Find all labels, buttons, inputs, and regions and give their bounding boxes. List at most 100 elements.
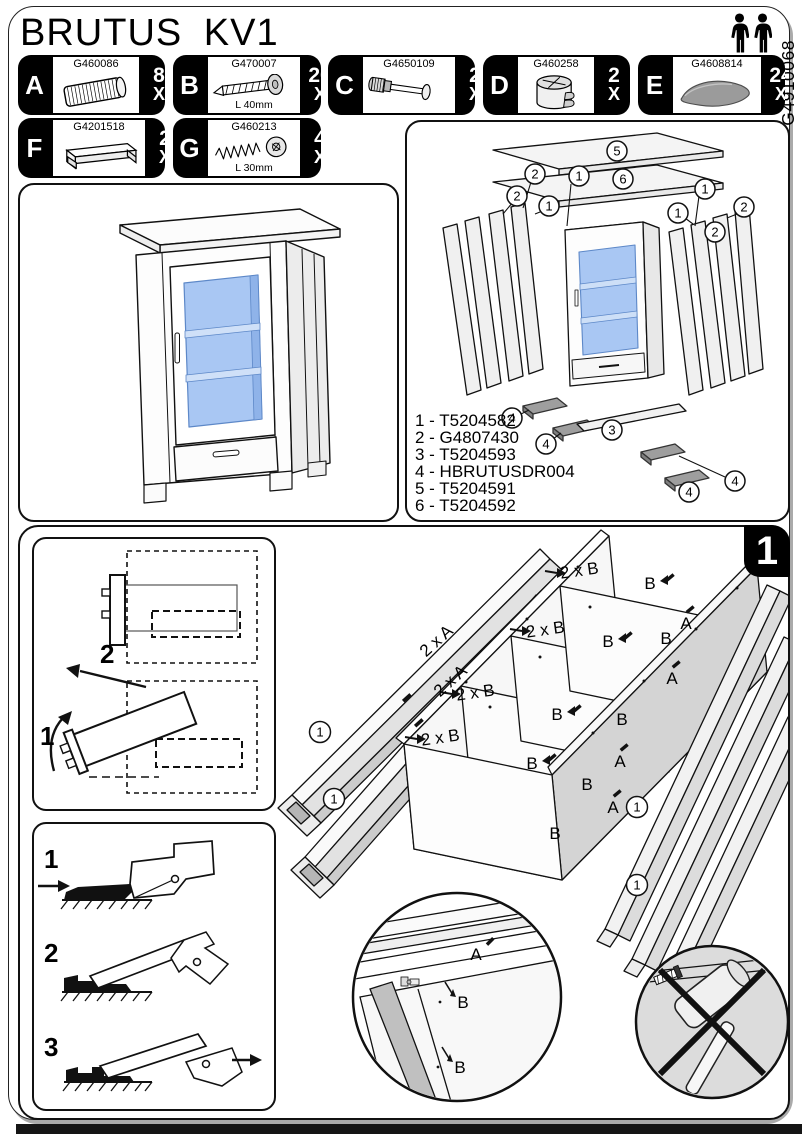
exploded-markers: 5 6 2 1 2 1 1 2 1 2 4 4 3 4 4 (501, 140, 755, 503)
svg-text:2: 2 (513, 189, 520, 204)
assembled-cabinet-view (18, 183, 399, 522)
part-code: G460258 (533, 58, 579, 70)
label-B: B (551, 705, 562, 724)
part-qty: 2 (608, 64, 620, 88)
marker-1: 1 (322, 787, 346, 811)
part-code: G4650109 (383, 58, 435, 70)
no-hammer-icon (634, 944, 788, 1100)
svg-text:1: 1 (545, 199, 552, 214)
label-B: B (526, 754, 537, 773)
marker-1: 1 (308, 720, 332, 744)
svg-text:1: 1 (330, 792, 337, 807)
svg-text:1: 1 (575, 169, 582, 184)
part-letter: E (645, 69, 664, 100)
part-qty: 20 (308, 64, 321, 88)
label-A: A (614, 752, 626, 771)
hardware-item-e: E G4608814 24X (638, 55, 785, 115)
marker-4: 4 (535, 433, 557, 455)
part-qty: 2 (469, 66, 475, 87)
glide-pad-icon (673, 71, 761, 113)
seq-step-3: 3 (44, 1032, 58, 1062)
part-code: G470007 (231, 58, 277, 70)
detail-circle: A B B (351, 891, 563, 1103)
svg-text:1: 1 (633, 800, 640, 815)
part-letter: A (25, 69, 44, 100)
beam-markers: 1 1 1 1 (308, 720, 649, 897)
label-A: A (470, 945, 482, 964)
parts-list-item: 1 - T5204582 (415, 411, 516, 430)
svg-text:2: 2 (740, 200, 747, 215)
label-A: A (666, 669, 678, 688)
hardware-item-c: C G4650109 2X (328, 55, 475, 115)
label-B: B (616, 710, 627, 729)
marker-1: 1 (667, 202, 689, 224)
svg-text:4: 4 (542, 437, 549, 452)
part-letter: C (335, 69, 354, 100)
label-B: B (602, 632, 613, 651)
svg-text:1: 1 (701, 182, 708, 197)
marker-4: 4 (724, 470, 746, 492)
svg-text:5: 5 (613, 144, 620, 159)
part-letter: F (26, 132, 43, 163)
part-code: G4201518 (73, 121, 125, 133)
marker-4: 4 (678, 481, 700, 503)
exploded-parts-list: 1 - T5204582 2 - G4807430 3 - T5204593 4… (415, 411, 575, 515)
tilt-insert-inset: 2 1 (32, 537, 276, 811)
part-code: G460086 (73, 58, 119, 70)
svg-text:1: 1 (674, 206, 681, 221)
marker-1: 1 (538, 195, 560, 217)
marker-1: 1 (625, 795, 649, 819)
svg-text:6: 6 (619, 172, 626, 187)
two-persons-icon (730, 13, 772, 53)
seq-step-2: 2 (44, 938, 58, 968)
screw-length: L 30mm (235, 162, 273, 174)
marker-2: 2 (506, 185, 528, 207)
label-B: B (581, 775, 592, 794)
seq-step-1: 1 (44, 844, 58, 874)
label-B: B (549, 824, 560, 843)
cabinet-illustration (119, 208, 341, 504)
part-letter: D (490, 69, 509, 100)
step-number-badge: 1 (744, 525, 790, 577)
label-B: B (454, 1058, 465, 1077)
svg-text:2: 2 (531, 167, 538, 182)
svg-text:4: 4 (508, 411, 515, 426)
tilt-step-1: 1 (40, 721, 54, 751)
marker-2: 2 (704, 221, 726, 243)
svg-text:4: 4 (731, 474, 738, 489)
label-B: B (457, 993, 468, 1012)
handle-icon (53, 134, 145, 176)
exploded-view: 5 6 2 1 2 1 1 2 1 2 4 4 3 4 4 1 - T52045… (405, 120, 790, 522)
person-icon (731, 13, 749, 53)
part-code: G4608814 (691, 58, 743, 70)
part-qty: 4 (314, 127, 321, 151)
svg-text:4: 4 (685, 485, 692, 500)
part-letter: G (179, 132, 200, 163)
marker-6: 6 (612, 168, 634, 190)
marker-2: 2 (733, 196, 755, 218)
marker-5: 5 (606, 140, 628, 162)
label-B: B (660, 629, 671, 648)
sequence-inset: 1 2 3 (32, 822, 276, 1111)
screw-icon (208, 71, 300, 100)
tilt-step-2: 2 (100, 639, 114, 669)
product-title: BRUTUS KV1 (20, 12, 279, 54)
marker-4: 4 (501, 407, 523, 429)
part-code: G460213 (231, 121, 277, 133)
label-B: B (644, 574, 655, 593)
screw-icon (208, 134, 300, 163)
hardware-item-f: F G4201518 2X (18, 118, 165, 178)
screw-length: L 40mm (235, 99, 273, 111)
step-1-panel: 1 (18, 525, 790, 1120)
cam-lock-icon (518, 71, 594, 113)
part-qty: 24 (769, 64, 785, 88)
label-A: A (607, 798, 619, 817)
parts-list-item: 2 - G4807430 (415, 428, 519, 447)
connecting-bolt-icon (363, 71, 455, 113)
marker-2: 2 (524, 163, 546, 185)
marker-1: 1 (694, 178, 716, 200)
part-qty: 8 (153, 64, 165, 88)
